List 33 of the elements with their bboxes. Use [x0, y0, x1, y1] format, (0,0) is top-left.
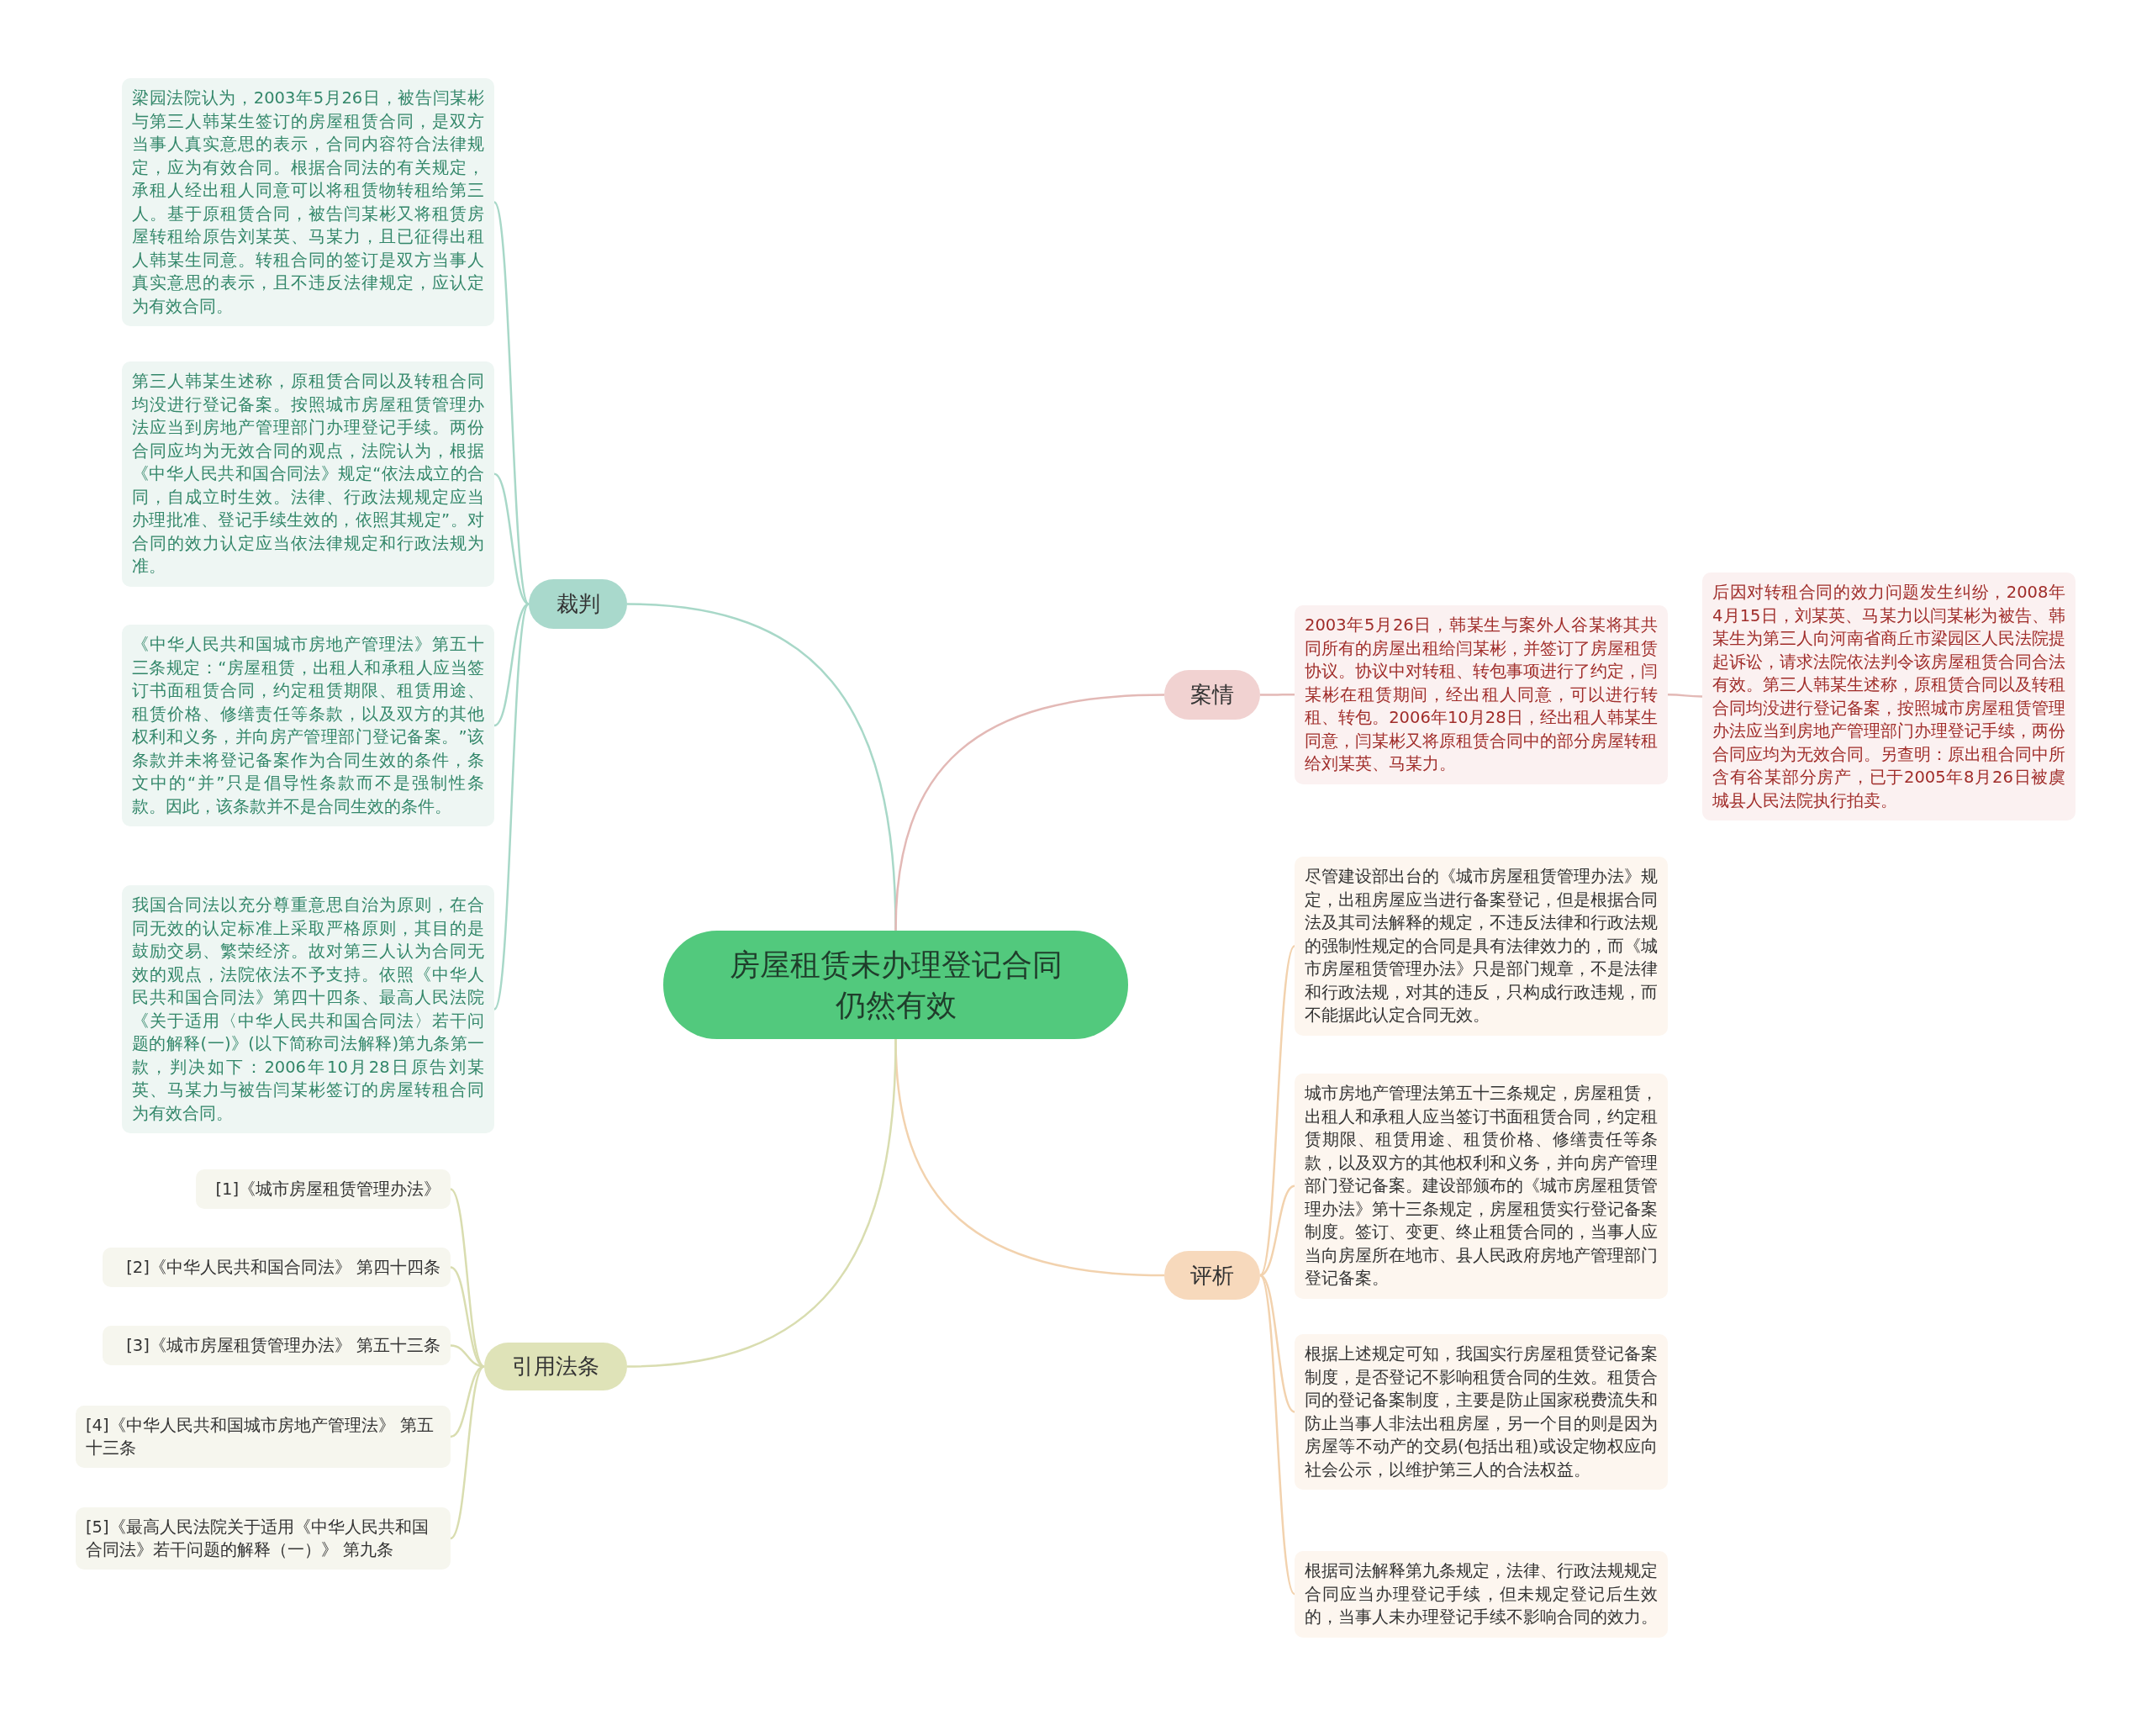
- text-card: 《中华人民共和国城市房地产管理法》第五十三条规定：“房屋租赁，出租人和承租人应当签订书面租赁合同，约定租赁期限、租赁用途、租赁价格、修缮责任等条款，以及双方的其他权利和义务，并向房产管理部门登记备案。”该条款并未将登记备案作为合同生效的条件，条文中的“并”只是倡导性条款而不是强制性条款。因此，该条款并不是合同生效的条件。: [122, 625, 494, 826]
- connector-line: [1260, 694, 1295, 696]
- reference-card: [2]《中华人民共和国合同法》 第四十四条: [103, 1248, 451, 1287]
- connector-line: [894, 694, 1165, 931]
- reference-card: [1]《城市房屋租赁管理办法》: [196, 1169, 451, 1209]
- connector-line: [493, 603, 530, 727]
- connector-line: [626, 1038, 897, 1368]
- text-card: 我国合同法以充分尊重意思自治为原则，在合同无效的认定标准上采取严格原则，其目的是鼓励交易、繁荣经济。故对第三人认为合同无效的观点，法院依法不予支持。依照《中华人民共和国合同法》第四十四条、最高人民法院《关于适用〈中华人民共和国合同法〉若干问题的解释(一)》(以下简称司法解释)第九条第一款，判决如下：2006年10月28日原告刘某英、马某力与被告闫某彬签订的房屋转租合同为有效合同。: [122, 885, 494, 1133]
- connector-line: [1259, 1185, 1295, 1277]
- branch-topic: 评析: [1164, 1251, 1260, 1300]
- branch-topic: 引用法条: [484, 1343, 627, 1390]
- connector-line: [450, 1365, 485, 1539]
- text-card: 城市房地产管理法第五十三条规定，房屋租赁，出租人和承租人应当签订书面租赁合同，约定租赁期限、租赁用途、租赁价格、修缮责任等条款，以及双方的其他权利和义务，并向房产管理部门登记备案。建设部颁布的《城市房屋租赁管理办法》第十三条规定，房屋租赁实行登记备案制度。签订、变更、终止租赁合同的，当事人应当向房屋所在地市、县人民政府房地产管理部门登记备案。: [1295, 1074, 1668, 1299]
- text-card: 2003年5月26日，韩某生与案外人谷某将其共同所有的房屋出租给闫某彬，并签订了房屋租赁协议。协议中对转租、转包事项进行了约定，闫某彬在租赁期间，经出租人同意，可以进行转租、转包。2006年10月28日，经出租人韩某生同意，闫某彬又将原租赁合同中的部分房屋转租给刘某英、马某力。: [1295, 605, 1668, 784]
- reference-card: [4]《中华人民共和国城市房地产管理法》 第五十三条: [76, 1406, 451, 1468]
- text-card: 梁园法院认为，2003年5月26日，被告闫某彬与第三人韩某生签订的房屋租赁合同，是双方当事人真实意思的表示，合同内容符合法律规定，应为有效合同。根据合同法的有关规定，承租人经出租人同意可以将租赁物转租给第三人。基于原租赁合同，被告闫某彬又将租赁房屋转租给原告刘某英、马某力，且已征得出租人韩某生同意。转租合同的签订是双方当事人真实意思的表示，且不违反法律规定，应认定为有效合同。: [122, 78, 494, 326]
- connector-line: [493, 472, 530, 605]
- text-card: 后因对转租合同的效力问题发生纠纷，2008年4月15日，刘某英、马某力以闫某彬为被告、韩某生为第三人向河南省商丘市梁园区人民法院提起诉讼，请求法院依法判令该房屋租赁合同合法有效。第三人韩某生述称，原租赁合同以及转租合同均没进行登记备案，按照城市房屋租赁管理办法应当到房地产管理部门办理登记手续，两份合同应均为无效合同。另查明：原出租合同中所含有谷某部分房产，已于2005年8月26日被虞城县人民法院执行拍卖。: [1702, 573, 2076, 821]
- connector-line: [493, 603, 530, 1010]
- connector-line: [1258, 945, 1296, 1276]
- connector-line: [493, 201, 530, 605]
- connector-line: [1259, 1274, 1295, 1413]
- central-topic: 房屋租赁未办理登记合同仍然有效: [663, 931, 1128, 1039]
- branch-topic: 裁判: [529, 579, 627, 629]
- connector-line: [1258, 1274, 1296, 1595]
- branch-topic: 案情: [1164, 670, 1260, 720]
- text-card: 根据司法解释第九条规定，法律、行政法规规定合同应当办理登记手续，但未规定登记后生效的，当事人未办理登记手续不影响合同的效力。: [1295, 1551, 1668, 1638]
- text-card: 根据上述规定可知，我国实行房屋租赁登记备案制度，是否登记不影响租赁合同的生效。租赁合同的登记备案制度，主要是防止国家税费流失和防止当事人非法出租房屋，另一个目的则是因为房屋等不动产的交易(包括出租)或设定物权应向社会公示，以维护第三人的合法权益。: [1295, 1334, 1668, 1490]
- text-card: 第三人韩某生述称，原租赁合同以及转租合同均没进行登记备案。按照城市房屋租赁管理办法应当到房地产管理部门办理登记手续。两份合同应均为无效合同的观点，法院认为，根据《中华人民共和国合同法》规定“依法成立的合同，自成立时生效。法律、行政法规规定应当办理批准、登记手续生效的，依照其规定”。对合同的效力认定应当依法律规定和行政法规为准。: [122, 361, 494, 587]
- reference-card: [3]《城市房屋租赁管理办法》 第五十三条: [103, 1326, 451, 1365]
- text-card: 尽管建设部出台的《城市房屋租赁管理办法》规定，出租房屋应当进行备案登记，但是根据合同法及其司法解释的规定，不违反法律和行政法规的强制性规定的合同是具有法律效力的，而《城市房屋租赁管理办法》只是部门规章，不是法律和行政法规，对其的违反，只构成行政违规，而不能据此认定合同无效。: [1295, 857, 1668, 1036]
- reference-card: [5]《最高人民法院关于适用《中华人民共和国合同法》若干问题的解释（一）》 第九条: [76, 1507, 451, 1570]
- connector-line: [1668, 694, 1702, 698]
